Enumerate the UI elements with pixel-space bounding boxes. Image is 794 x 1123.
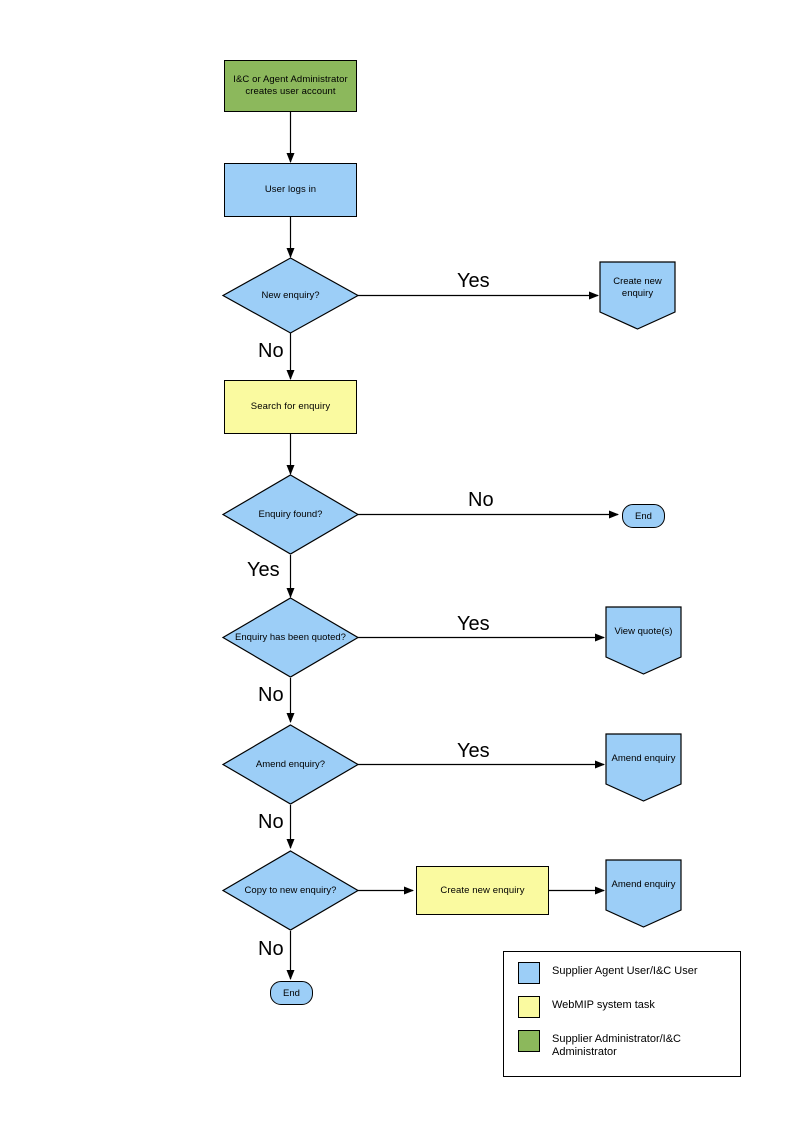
node-label: I&C or Agent Administrator creates user …: [233, 74, 348, 97]
shape-amend-enquiry-doc-2[interactable]: [605, 859, 682, 928]
terminator-end-1[interactable]: End: [622, 504, 665, 528]
node-label: Search for enquiry: [250, 401, 331, 412]
node-label: End: [635, 510, 652, 522]
process-create-new-enquiry-task[interactable]: Create new enquiry: [416, 866, 549, 915]
edge-label-quoted-no: No: [258, 684, 284, 706]
legend-label: Supplier Administrator/I&C Administrator: [552, 1033, 681, 1058]
legend: Supplier Agent User/I&C User WebMIP syst…: [503, 951, 741, 1077]
process-user-logs-in[interactable]: User logs in: [224, 163, 357, 217]
legend-item: Supplier Administrator/I&C Administrator: [518, 1030, 740, 1059]
process-search-for-enquiry[interactable]: Search for enquiry: [224, 380, 357, 434]
shape-amend-enquiry-doc-1[interactable]: [605, 733, 682, 802]
legend-item: Supplier Agent User/I&C User: [518, 962, 740, 984]
edge-label-new-enquiry-no: No: [258, 340, 284, 362]
legend-swatch-blue: [518, 962, 540, 984]
node-label: Create new enquiry: [440, 884, 525, 896]
legend-label: Supplier Agent User/I&C User: [552, 965, 698, 977]
process-admin-creates-account[interactable]: I&C or Agent Administrator creates user …: [224, 60, 357, 112]
terminator-end-2[interactable]: End: [270, 981, 313, 1005]
shape-create-new-enquiry-doc[interactable]: [599, 261, 676, 330]
edge-label-amend-no: No: [258, 811, 284, 833]
shape-view-quotes-doc[interactable]: [605, 606, 682, 675]
edge-label-copy-no: No: [258, 938, 284, 960]
edge-label-amend-yes: Yes: [457, 740, 490, 762]
edge-label-found-no: No: [468, 489, 494, 511]
decision-copy-to-new-enquiry[interactable]: [221, 850, 360, 931]
legend-item: WebMIP system task: [518, 996, 740, 1018]
legend-swatch-green: [518, 1030, 540, 1052]
legend-swatch-yellow: [518, 996, 540, 1018]
node-label: End: [283, 987, 300, 999]
decision-new-enquiry[interactable]: [221, 257, 360, 334]
node-label: User logs in: [264, 184, 317, 195]
edge-label-new-enquiry-yes: Yes: [457, 270, 490, 292]
decision-enquiry-quoted[interactable]: [221, 597, 360, 678]
decision-amend-enquiry[interactable]: [221, 724, 360, 805]
edge-label-quoted-yes: Yes: [457, 613, 490, 635]
legend-label: WebMIP system task: [552, 999, 655, 1011]
edge-label-found-yes: Yes: [247, 559, 280, 581]
decision-enquiry-found[interactable]: [221, 474, 360, 555]
